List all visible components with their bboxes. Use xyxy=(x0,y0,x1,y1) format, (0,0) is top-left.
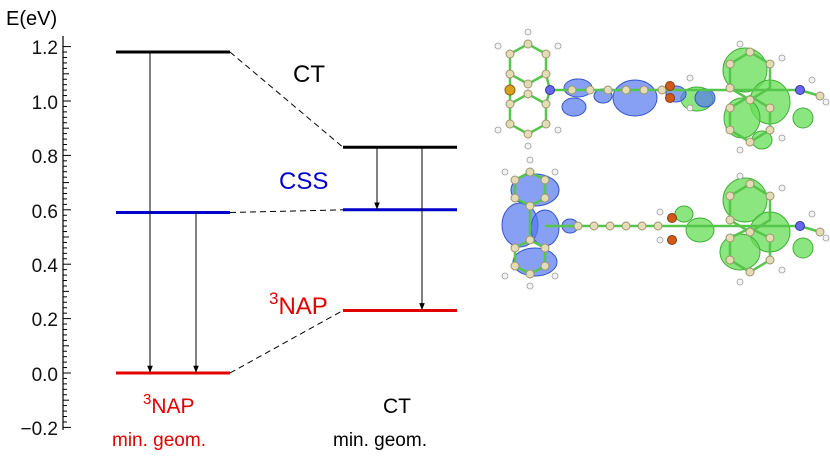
nap-text: NAP xyxy=(278,293,327,320)
y-axis-label: E(eV) xyxy=(6,8,57,30)
level-connector-css xyxy=(229,209,344,214)
energy-levels xyxy=(116,50,457,375)
tick-label: −0.2 xyxy=(20,419,58,440)
left-column-sup: 3 xyxy=(143,391,151,408)
tick-label: 0.6 xyxy=(32,202,58,223)
tick-label: 0.0 xyxy=(32,365,58,386)
tick-label: 1.0 xyxy=(32,93,58,114)
molecule-image-bottom xyxy=(501,156,830,290)
tick-label: 0.2 xyxy=(32,310,58,331)
right-column-subtitle: min. geom. xyxy=(333,430,427,451)
level-connector-3nap xyxy=(229,310,344,374)
level-connector-ct xyxy=(229,51,344,148)
right-column-title: CT xyxy=(383,395,411,418)
left-column-title: 3NAP xyxy=(143,391,195,418)
nap-superscript: 3 xyxy=(269,289,278,308)
left-column-subtitle: min. geom. xyxy=(112,430,206,451)
y-axis-tick-labels: 1.2 1.0 0.8 0.6 0.4 0.2 0.0 −0.2 xyxy=(20,38,58,440)
tick-label: 0.8 xyxy=(32,147,58,168)
tick-label: 0.4 xyxy=(32,256,59,277)
css-level-label: CSS xyxy=(279,168,328,195)
y-axis-ticks xyxy=(63,46,71,428)
nap-level-label: 3NAP xyxy=(269,289,328,320)
tick-label: 1.2 xyxy=(32,38,58,59)
ct-level-label: CT xyxy=(293,61,325,88)
molecule-image-top xyxy=(494,28,830,154)
left-column-title-text: NAP xyxy=(151,395,194,418)
